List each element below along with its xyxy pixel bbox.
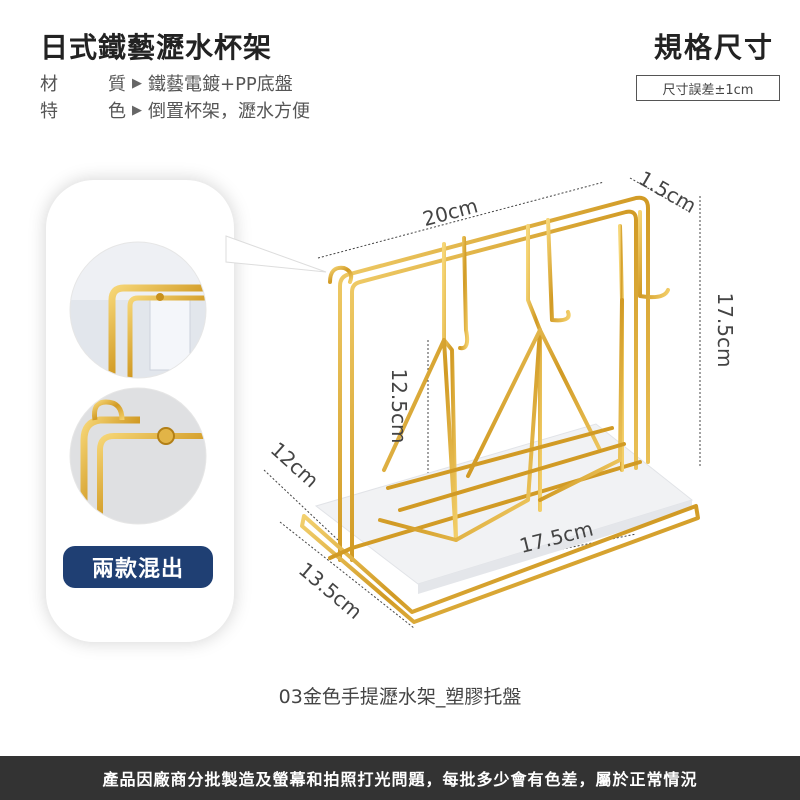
- triangle-icon: ▶: [132, 75, 142, 91]
- tolerance-box: 尺寸誤差±1cm: [636, 75, 780, 101]
- tray-edge: [418, 500, 692, 594]
- spec-label: 材質: [40, 74, 126, 95]
- spec-row-material: 材質 ▶ 鐵藝電鍍+PP底盤: [40, 70, 293, 96]
- detail-photo-hook: [70, 388, 206, 524]
- product-caption: 03金色手提瀝水架_塑膠托盤: [278, 686, 522, 708]
- gold-rack: [300, 195, 700, 624]
- disclaimer-footer: 產品因廠商分批製造及螢幕和拍照打光問題，每批多少會有色差，屬於正常情況: [0, 756, 800, 800]
- spec-heading: 規格尺寸: [653, 31, 774, 64]
- triangle-icon: ▶: [132, 102, 142, 118]
- spec-value: 倒置杯架，瀝水方便: [148, 101, 310, 122]
- detail-photo-top: [70, 242, 206, 378]
- dim-depth-top: 1.5cm: [635, 166, 701, 218]
- product-title: 日式鐵藝瀝水杯架: [40, 31, 273, 64]
- dim-base-depth: 13.5cm: [294, 557, 367, 624]
- spec-value: 鐵藝電鍍+PP底盤: [148, 74, 293, 95]
- dim-width-top: 20cm: [420, 193, 480, 231]
- spec-label: 特色: [40, 101, 126, 122]
- dim-inner-height: 12.5cm: [387, 368, 411, 443]
- dim-height: 17.5cm: [713, 292, 737, 367]
- spec-row-feature: 特色 ▶ 倒置杯架，瀝水方便: [40, 97, 310, 123]
- mixed-styles-badge: 兩款混出: [63, 546, 213, 588]
- dim-depth-side: 12cm: [266, 437, 324, 492]
- callout-pointer: [225, 235, 327, 273]
